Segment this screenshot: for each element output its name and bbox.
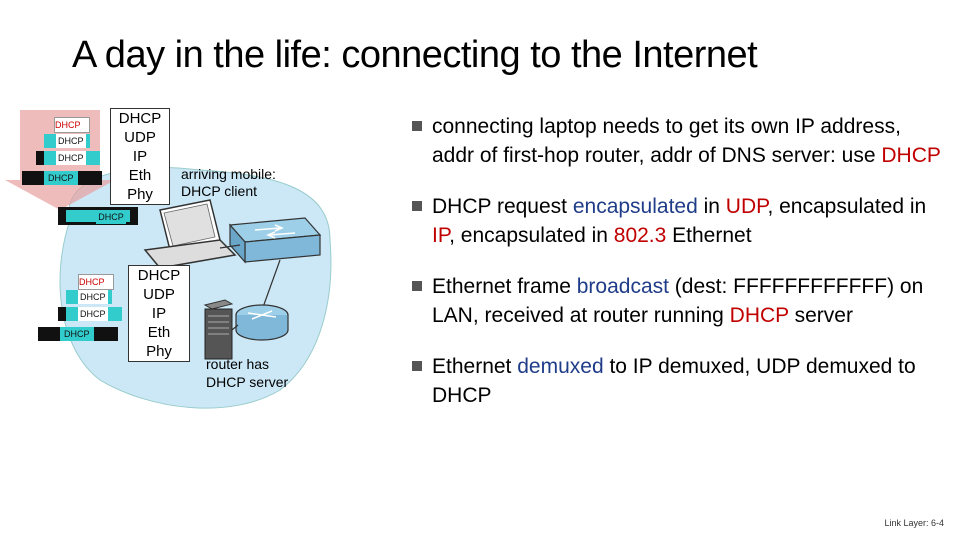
packet-dhcp: DHCP: [54, 117, 90, 133]
stack-layer-app: DHCP: [111, 109, 169, 128]
bullet-list: connecting laptop needs to get its own I…: [412, 112, 942, 432]
stack-layer-network: IP: [129, 304, 189, 323]
bullet-item: Ethernet demuxed to IP demuxed, UDP demu…: [412, 352, 942, 410]
packet-udp-2: DHCP: [66, 290, 112, 304]
router-protocol-stack: DHCP UDP IP Eth Phy: [128, 265, 190, 362]
router-icon: [236, 305, 288, 340]
packet-eth-2: DHCP: [38, 327, 118, 341]
stack-layer-link: Eth: [129, 323, 189, 342]
bullet-square-icon: [412, 121, 422, 131]
packet-udp: DHCP: [44, 134, 90, 148]
bullet-square-icon: [412, 201, 422, 211]
bullet-item: DHCP request encapsulated in UDP, encaps…: [412, 192, 942, 250]
packet-ip-2: DHCP: [58, 307, 122, 321]
stack-layer-physical: Phy: [111, 185, 169, 204]
slide-title: A day in the life: connecting to the Int…: [72, 34, 757, 77]
packet-ip: DHCP: [36, 151, 100, 165]
arriving-mobile-label-2: DHCP client: [181, 183, 257, 200]
stack-layer-app: DHCP: [129, 266, 189, 285]
bullet-square-icon: [412, 281, 422, 291]
packet-dhcp-2: DHCP: [78, 274, 114, 290]
bullet-item: connecting laptop needs to get its own I…: [412, 112, 942, 170]
router-label-2: DHCP server: [206, 374, 288, 391]
packet-eth: DHCP: [22, 171, 102, 185]
bullet-item: Ethernet frame broadcast (dest: FFFFFFFF…: [412, 272, 942, 330]
slide-footer: Link Layer: 6-4: [884, 518, 944, 528]
switch-icon: [230, 218, 320, 262]
stack-layer-transport: UDP: [111, 128, 169, 147]
router-label-1: router has: [206, 356, 269, 373]
packet-on-link: DHCP: [96, 210, 126, 224]
stack-layer-transport: UDP: [129, 285, 189, 304]
bullet-square-icon: [412, 361, 422, 371]
stack-layer-network: IP: [111, 147, 169, 166]
stack-layer-link: Eth: [111, 166, 169, 185]
arriving-mobile-label-1: arriving mobile:: [181, 166, 276, 183]
laptop-protocol-stack: DHCP UDP IP Eth Phy: [110, 108, 170, 205]
stack-layer-physical: Phy: [129, 342, 189, 361]
